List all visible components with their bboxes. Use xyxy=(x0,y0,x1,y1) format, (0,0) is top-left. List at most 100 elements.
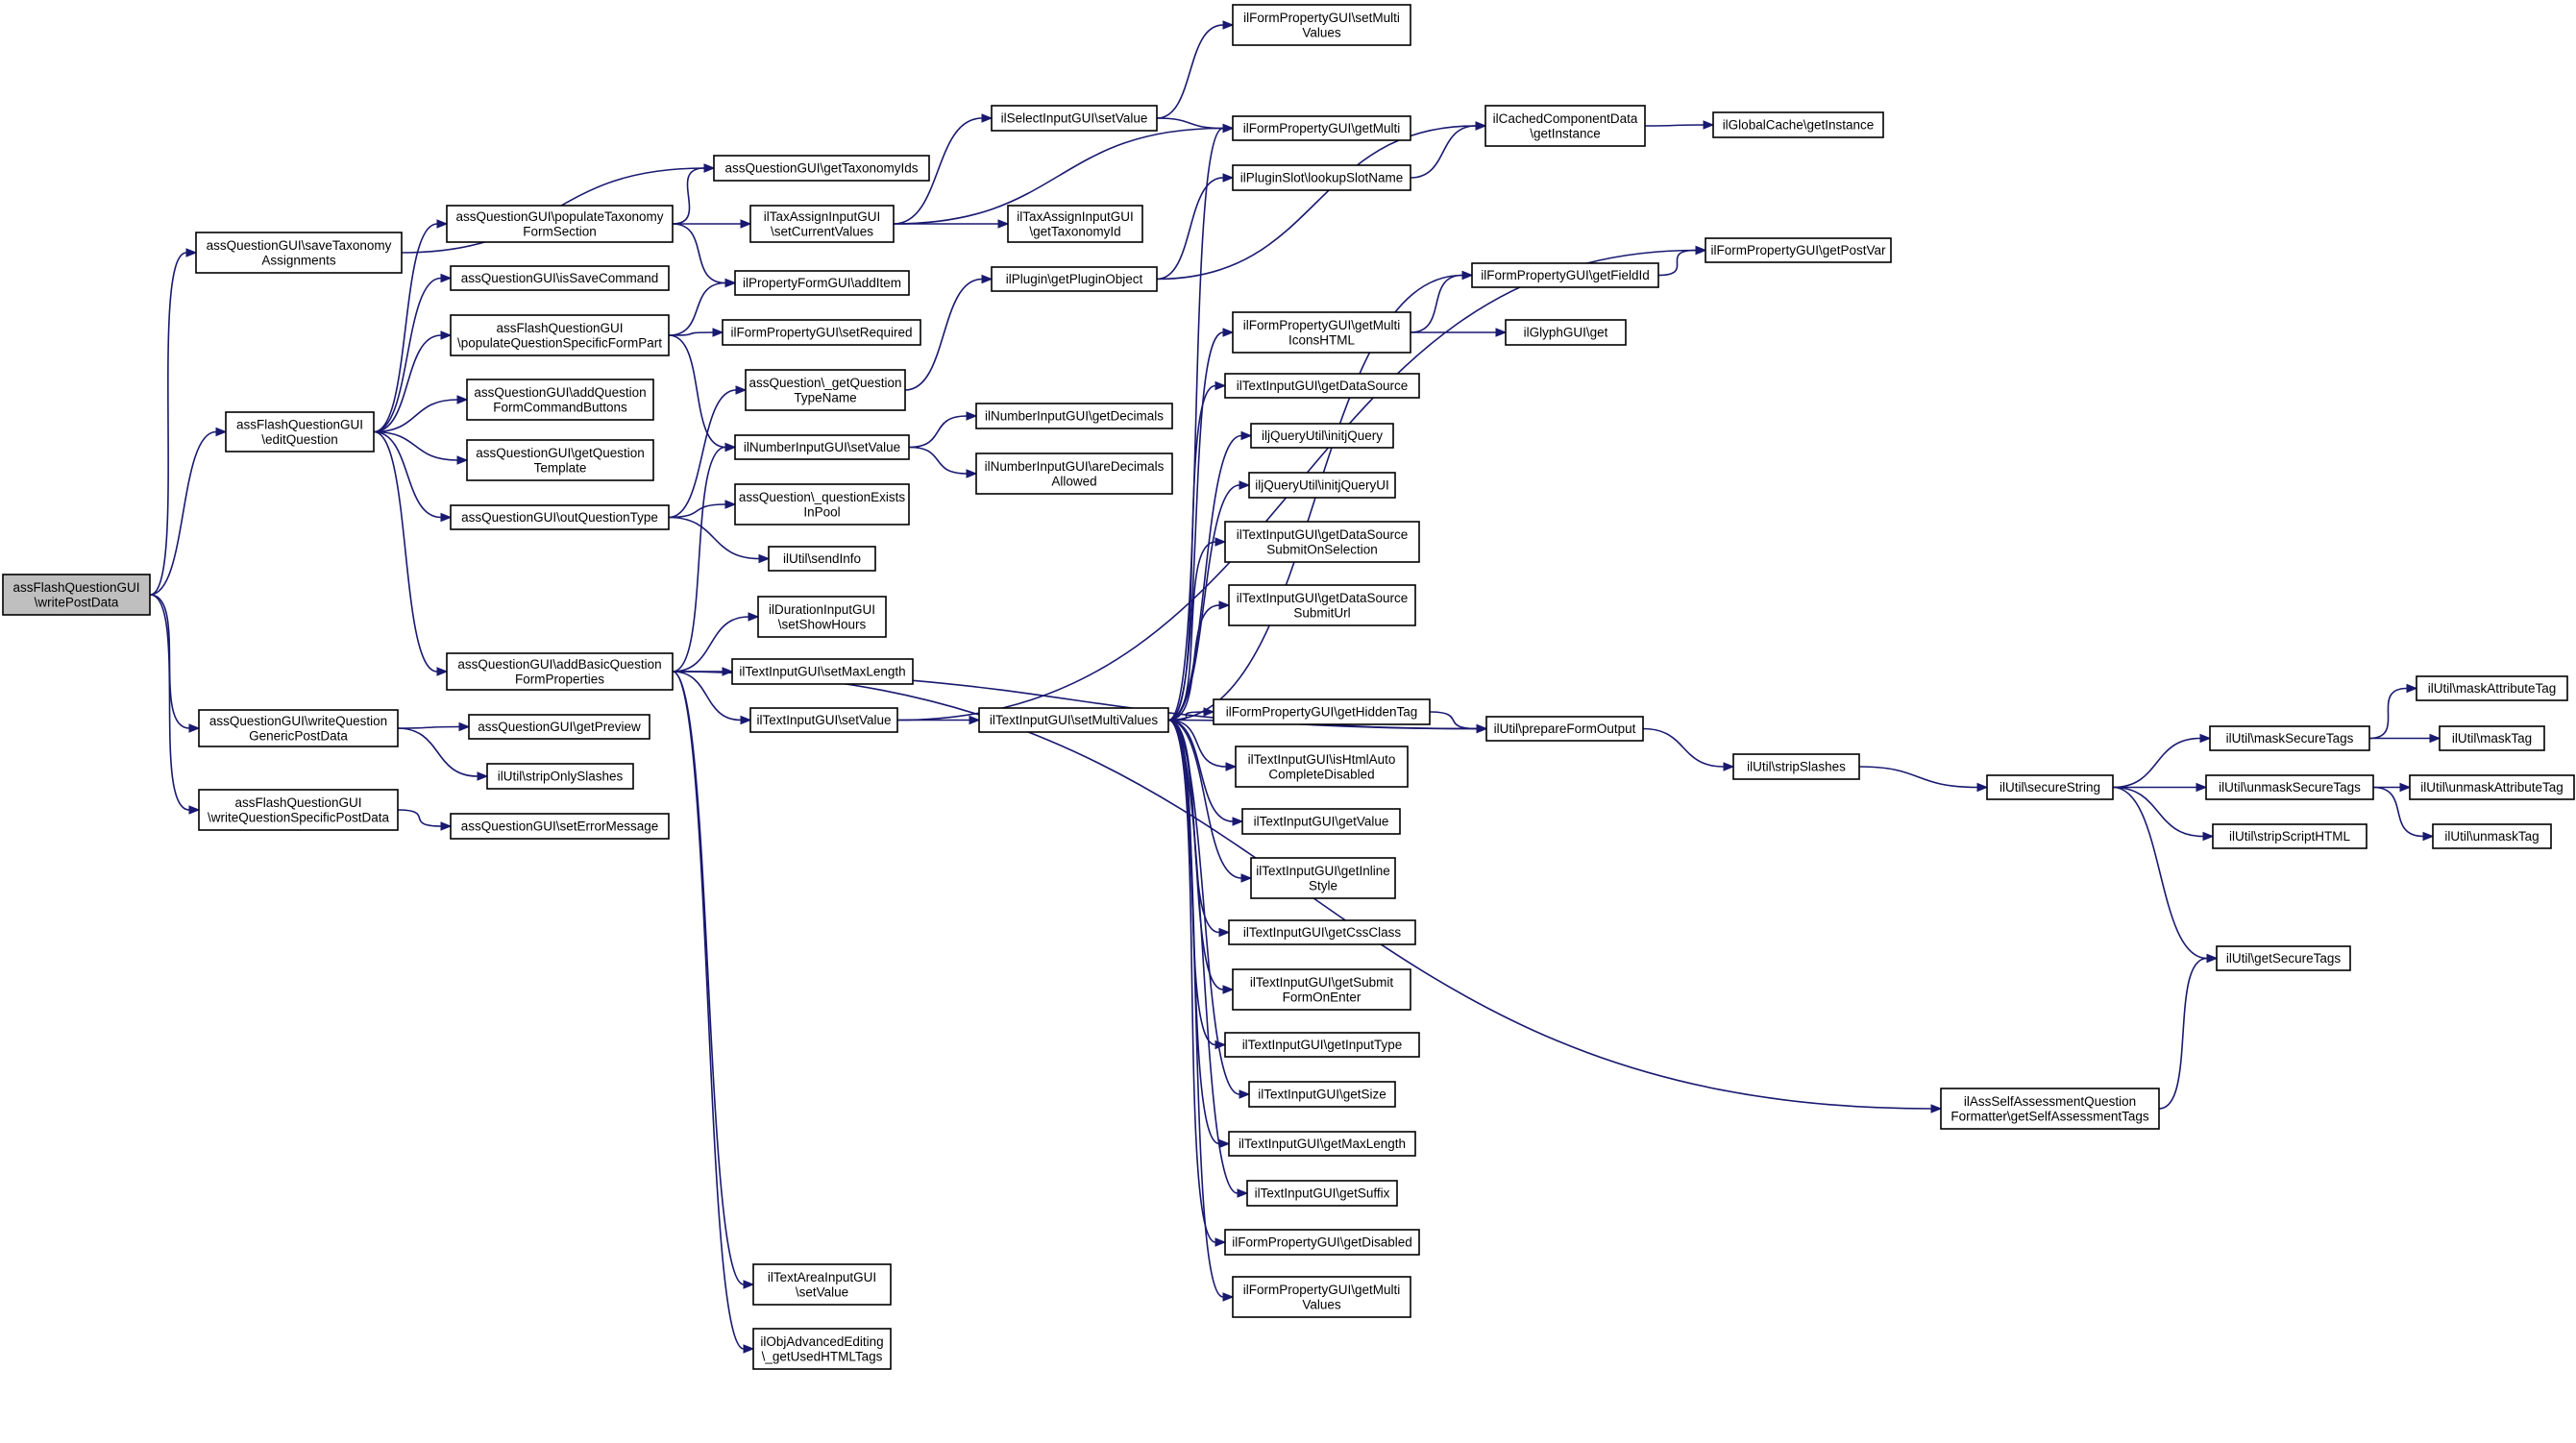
node-label-line: iljQueryUtil\initjQuery xyxy=(1262,428,1383,443)
function-node[interactable]: iljQueryUtil\initjQueryUI xyxy=(1248,472,1396,499)
node-box xyxy=(468,714,650,740)
function-node[interactable]: ilFormPropertyGUI\getMulti xyxy=(1232,115,1411,141)
function-node[interactable]: assQuestionGUI\getPreview xyxy=(468,714,650,740)
function-node[interactable]: assQuestionGUI\isSaveCommand xyxy=(450,265,670,291)
function-node[interactable]: ilTextInputGUI\setValue xyxy=(749,707,898,733)
function-node[interactable]: ilUtil\prepareFormOutput xyxy=(1485,716,1644,742)
function-node[interactable]: ilTextInputGUI\getSuffix xyxy=(1246,1180,1398,1207)
function-node[interactable]: ilTaxAssignInputGUI\getTaxonomyId xyxy=(1007,205,1143,243)
function-node[interactable]: ilGlyphGUI\get xyxy=(1505,319,1627,346)
function-node[interactable]: ilFormPropertyGUI\getHiddenTag xyxy=(1213,698,1431,725)
function-node[interactable]: assQuestionGUI\setErrorMessage xyxy=(450,813,670,840)
function-node[interactable]: ilTextInputGUI\getValue xyxy=(1241,808,1401,835)
function-node[interactable]: assFlashQuestionGUI\populateQuestionSpec… xyxy=(450,314,670,356)
node-label-line: SubmitOnSelection xyxy=(1266,542,1378,556)
function-node[interactable]: ilTextInputGUI\getMaxLength xyxy=(1228,1131,1416,1157)
function-node[interactable]: ilUtil\maskSecureTags xyxy=(2209,725,2370,751)
function-node[interactable]: assQuestionGUI\writeQuestionGenericPostD… xyxy=(198,709,399,747)
function-node[interactable]: ilTextInputGUI\getCssClass xyxy=(1228,919,1416,945)
function-node[interactable]: ilNumberInputGUI\setValue xyxy=(734,434,910,460)
function-node[interactable]: ilFormPropertyGUI\getDisabled xyxy=(1224,1229,1420,1256)
node-label-line: \getTaxonomyId xyxy=(1029,224,1120,238)
function-node[interactable]: assQuestionGUI\getTaxonomyIds xyxy=(713,155,930,182)
function-node[interactable]: ilTextInputGUI\getSize xyxy=(1248,1081,1396,1108)
function-node[interactable]: ilTextInputGUI\setMultiValues xyxy=(978,707,1169,733)
arrowhead xyxy=(2202,831,2215,842)
node-box xyxy=(486,763,634,790)
node-label-line: ilTextInputGUI\getDataSource xyxy=(1237,527,1409,542)
node-label-line: ilSelectInputGUI\setValue xyxy=(1001,111,1148,126)
node-label-line: assQuestionGUI\writeQuestion xyxy=(209,714,387,728)
node-label-line: Formatter\getSelfAssessmentTags xyxy=(1950,1109,2149,1123)
function-node[interactable]: ilSelectInputGUI\setValue xyxy=(991,105,1158,132)
node-box xyxy=(446,652,674,691)
function-node[interactable]: ilUtil\maskAttributeTag xyxy=(2416,675,2568,701)
function-node[interactable]: ilGlobalCache\getInstance xyxy=(1712,111,1884,138)
call-edge xyxy=(373,223,438,433)
function-node[interactable]: assQuestionGUI\populateTaxonomyFormSecti… xyxy=(446,205,674,243)
function-node[interactable]: ilUtil\unmaskTag xyxy=(2432,823,2552,849)
node-label-line: InPool xyxy=(803,504,840,519)
node-label-line: GenericPostData xyxy=(249,728,348,743)
function-node[interactable]: ilTextInputGUI\setMaxLength xyxy=(731,658,914,685)
node-box xyxy=(450,265,670,291)
function-node[interactable]: ilFormPropertyGUI\setRequired xyxy=(722,319,921,346)
call-edge xyxy=(672,167,705,225)
function-node[interactable]: ilPluginSlot\lookupSlotName xyxy=(1232,164,1411,191)
node-box xyxy=(1986,774,2114,800)
function-node[interactable]: ilTextAreaInputGUI\setValue xyxy=(752,1263,892,1306)
function-node[interactable]: ilUtil\maskTag xyxy=(2439,725,2545,751)
node-label-line: \_getUsedHTMLTags xyxy=(762,1349,883,1363)
function-node[interactable]: ilObjAdvancedEditing\_getUsedHTMLTags xyxy=(752,1328,892,1370)
node-label-line: ilUtil\maskSecureTags xyxy=(2226,731,2354,746)
function-node[interactable]: assFlashQuestionGUI\writeQuestionSpecifi… xyxy=(198,789,399,831)
function-node[interactable]: ilNumberInputGUI\getDecimals xyxy=(975,403,1173,429)
function-node[interactable]: assQuestionGUI\addBasicQuestionFormPrope… xyxy=(446,652,674,691)
function-node[interactable]: ilTextInputGUI\getInputType xyxy=(1224,1032,1420,1058)
function-node[interactable]: ilUtil\unmaskAttributeTag xyxy=(2409,774,2575,800)
function-node[interactable]: ilFormPropertyGUI\setMultiValues xyxy=(1232,4,1411,46)
function-node[interactable]: ilUtil\stripOnlySlashes xyxy=(486,763,634,790)
function-node[interactable]: ilUtil\getSecureTags xyxy=(2216,945,2351,971)
function-node[interactable]: ilUtil\secureString xyxy=(1986,774,2114,800)
call-edge xyxy=(668,503,726,519)
node-box xyxy=(1232,115,1411,141)
function-node[interactable]: ilDurationInputGUI\setShowHours xyxy=(757,596,887,638)
function-node[interactable]: ilCachedComponentData\getInstance xyxy=(1484,105,1646,147)
function-node[interactable]: ilUtil\stripScriptHTML xyxy=(2212,823,2367,849)
arrowhead xyxy=(743,1344,755,1354)
function-node[interactable]: ilTextInputGUI\isHtmlAutoCompleteDisable… xyxy=(1235,746,1409,788)
function-node[interactable]: ilFormPropertyGUI\getFieldId xyxy=(1471,262,1659,288)
node-box xyxy=(1224,1229,1420,1256)
arrowhead xyxy=(2399,782,2412,793)
function-node[interactable]: assQuestionGUI\outQuestionType xyxy=(450,504,670,530)
function-node[interactable]: ilTextInputGUI\getDataSource xyxy=(1224,373,1420,399)
function-node[interactable]: assQuestionGUI\addQuestionFormCommandBut… xyxy=(466,379,654,421)
node-label-line: ilFormPropertyGUI\getFieldId xyxy=(1481,268,1650,282)
function-node[interactable]: ilFormPropertyGUI\getPostVar xyxy=(1705,237,1892,263)
function-node[interactable]: ilAssSelfAssessmentQuestionFormatter\get… xyxy=(1940,1088,2160,1130)
function-node[interactable]: ilTaxAssignInputGUI\setCurrentValues xyxy=(749,205,895,243)
node-label-line: ilTextInputGUI\isHtmlAuto xyxy=(1248,752,1396,767)
function-node[interactable]: ilUtil\stripSlashes xyxy=(1732,753,1860,780)
function-node[interactable]: assFlashQuestionGUI\editQuestion xyxy=(225,411,375,452)
arrowhead xyxy=(456,395,469,404)
function-node[interactable]: iljQueryUtil\initjQuery xyxy=(1250,423,1394,449)
function-node[interactable]: ilUtil\sendInfo xyxy=(768,546,876,572)
function-node[interactable]: ilPropertyFormGUI\addItem xyxy=(734,270,910,296)
function-node[interactable]: ilUtil\unmaskSecureTags xyxy=(2205,774,2374,800)
function-node[interactable]: ilTextInputGUI\getDataSourceSubmitOnSele… xyxy=(1224,521,1420,563)
root-function-node[interactable]: assFlashQuestionGUI\writePostData xyxy=(2,574,151,616)
function-node[interactable]: ilPlugin\getPluginObject xyxy=(991,266,1158,292)
node-label-line: IconsHTML xyxy=(1288,332,1356,347)
